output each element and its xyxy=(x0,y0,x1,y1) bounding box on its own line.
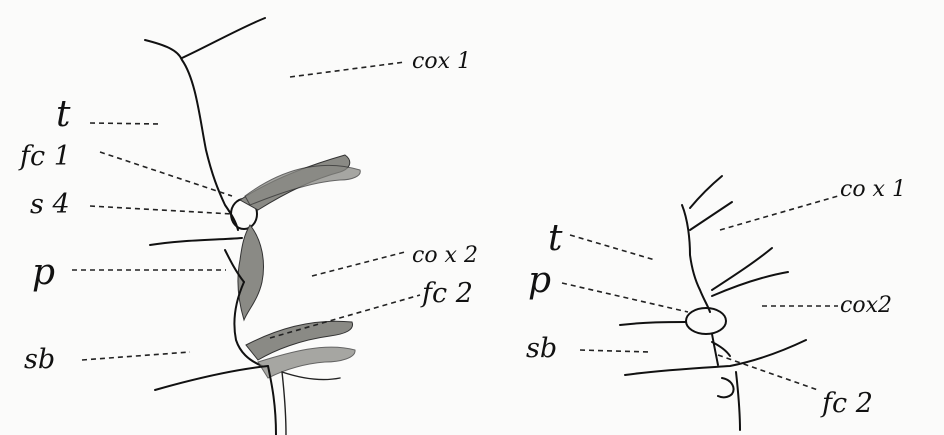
left-upper-branch xyxy=(182,18,265,58)
right-upper-branch xyxy=(690,176,722,208)
label-left-t: t xyxy=(56,94,71,135)
right-bottom-stem xyxy=(736,372,740,430)
left-sb-line xyxy=(155,366,268,390)
label-left-s4: s 4 xyxy=(30,189,70,220)
label-right-fc2: fc 2 xyxy=(820,388,873,419)
label-left-fc2: fc 2 xyxy=(420,278,473,309)
leader-right-t xyxy=(570,235,655,260)
label-right-sb: sb xyxy=(526,333,557,364)
left-stem-2 xyxy=(282,372,286,435)
leader-left-t xyxy=(90,123,160,124)
label-left-fc1: fc 1 xyxy=(18,141,71,172)
label-right-p: p xyxy=(528,260,551,301)
leader-left-s4 xyxy=(90,206,232,214)
leader-left-cox2 xyxy=(312,252,405,276)
label-left-sb: sb xyxy=(24,344,55,375)
right-lower-stem xyxy=(712,334,718,365)
right-body-outline xyxy=(682,205,710,312)
leader-left-sb xyxy=(82,352,190,360)
left-body-outline xyxy=(145,40,238,230)
right-branch-to-cox1 xyxy=(690,202,732,230)
label-left-cox2: co x 2 xyxy=(412,243,478,268)
leader-left-cox1 xyxy=(290,62,405,77)
label-right-cox2: cox2 xyxy=(840,293,892,318)
left-appendage-fc1-upper xyxy=(245,165,360,205)
left-connective-hatch xyxy=(238,225,264,320)
label-right-cox1: co x 1 xyxy=(840,177,906,202)
leader-right-cox1 xyxy=(720,196,838,230)
label-right-t: t xyxy=(548,218,563,259)
left-foot-branch xyxy=(282,372,340,380)
right-cox2-branch-b xyxy=(712,272,788,296)
right-bottom-hook xyxy=(718,378,734,397)
left-p-line xyxy=(150,238,242,245)
right-p-line xyxy=(620,322,686,325)
label-left-cox1: cox 1 xyxy=(412,49,471,74)
label-left-p: p xyxy=(32,252,55,293)
left-figure: cox 1 t fc 1 s 4 co x 2 p fc 2 sb xyxy=(18,18,478,435)
right-figure: co x 1 t p cox2 sb fc 2 xyxy=(526,176,906,430)
right-oval-p xyxy=(686,308,726,334)
leader-right-sb xyxy=(580,350,650,352)
leader-right-p xyxy=(562,283,688,312)
